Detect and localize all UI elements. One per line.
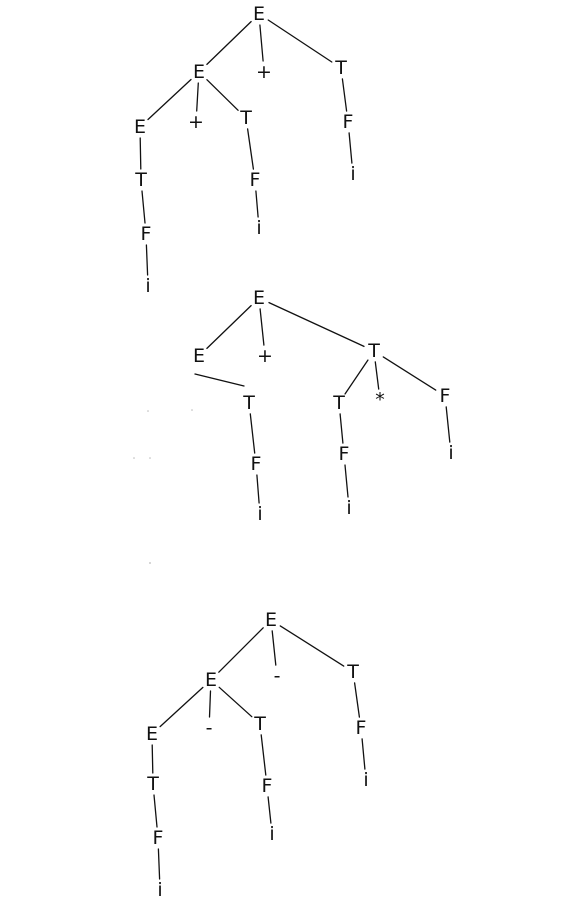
node-label-T1: T xyxy=(367,340,380,362)
tree-edge xyxy=(361,738,366,770)
node-label-E: E xyxy=(253,3,265,25)
node-label-T1: T xyxy=(346,661,359,683)
tree-edge xyxy=(348,132,353,164)
tree-edge xyxy=(268,301,365,348)
node-label-F1: F xyxy=(356,717,367,739)
tree-edge xyxy=(208,690,212,718)
node-label-F3: F xyxy=(141,223,152,245)
tree-2: E E + T T Fi T * F Fi i xyxy=(193,287,454,525)
tree-edge xyxy=(260,734,267,776)
tree-edge xyxy=(218,627,264,673)
node-label-plus1: + xyxy=(256,61,272,83)
tree-edge xyxy=(271,630,277,666)
tree-edge xyxy=(256,474,260,504)
tree-edge xyxy=(267,796,272,824)
node-label-minus1: - xyxy=(274,665,281,687)
node-label-T2: T xyxy=(242,392,255,414)
tree-edge xyxy=(206,79,239,111)
node-label-plus1: + xyxy=(257,345,273,367)
node-label-i1: i xyxy=(363,769,368,791)
node-label-i2: i xyxy=(257,503,262,525)
tree-edge xyxy=(259,24,264,62)
tree-edge xyxy=(218,686,253,718)
tree-edge xyxy=(341,78,348,112)
tree-edge xyxy=(151,744,154,774)
tree-edge xyxy=(147,78,192,121)
tree-edge xyxy=(145,244,149,276)
tree-edge xyxy=(159,686,204,728)
speck xyxy=(149,562,151,564)
tree-edge xyxy=(339,413,344,444)
tree-edge xyxy=(344,464,349,498)
tree-edge xyxy=(196,82,199,112)
tree-edge xyxy=(255,190,259,218)
node-label-F3: F xyxy=(153,827,164,849)
speck xyxy=(133,457,135,459)
node-label-T2: T xyxy=(253,713,266,735)
tree-edge xyxy=(259,308,265,346)
node-label-i2: i xyxy=(269,823,274,845)
node-label-i1: i xyxy=(350,163,355,185)
node-label-T2: T xyxy=(239,107,252,129)
node-label-E1: E xyxy=(193,345,205,367)
tree-edge xyxy=(344,359,369,395)
node-label-F2: F xyxy=(250,169,261,191)
node-label-E1: E xyxy=(205,669,217,691)
node-label-T3: T xyxy=(332,392,345,414)
node-label-F1: F xyxy=(343,111,354,133)
node-label-minus2: - xyxy=(206,717,213,739)
node-label-E2: E xyxy=(146,723,158,745)
node-label-T1: T xyxy=(334,57,347,79)
speck xyxy=(147,410,149,412)
node-label-F2: F xyxy=(262,775,273,797)
node-label-F4: F xyxy=(440,385,451,407)
node-label-plus2: + xyxy=(188,111,204,133)
tree-edge xyxy=(246,128,255,170)
tree-edge-stub xyxy=(194,373,245,387)
tree-edge xyxy=(141,190,146,224)
speck xyxy=(149,457,151,459)
node-label-T3: T xyxy=(146,773,159,795)
node-label-i3: i xyxy=(145,275,150,297)
tree-edge xyxy=(382,356,437,391)
tree-edge xyxy=(249,413,256,454)
node-label-i4: i xyxy=(448,442,453,464)
node-label-E2: E xyxy=(134,116,146,138)
tree-edge xyxy=(206,20,252,66)
node-label-i3: i xyxy=(346,497,351,519)
tree-edge xyxy=(153,794,158,828)
tree-edge xyxy=(157,848,161,880)
node-label-F3: F xyxy=(339,443,350,465)
tree-edge xyxy=(445,406,451,443)
tree-edge xyxy=(206,304,252,350)
node-label-T3: T xyxy=(134,169,147,191)
node-label-E1: E xyxy=(193,61,205,83)
tree-edge xyxy=(279,625,345,667)
node-label-i2: i xyxy=(256,217,261,239)
node-label-i3: i xyxy=(157,879,162,901)
tree-edge xyxy=(267,19,333,63)
node-label-E: E xyxy=(265,609,277,631)
tree-edge xyxy=(374,361,380,390)
node-label-E: E xyxy=(253,287,265,309)
speck xyxy=(191,409,193,411)
tree-edge xyxy=(353,682,361,718)
tree-edge xyxy=(139,137,142,170)
node-label-F2: F xyxy=(251,453,262,475)
node-label-star: * xyxy=(375,389,385,411)
